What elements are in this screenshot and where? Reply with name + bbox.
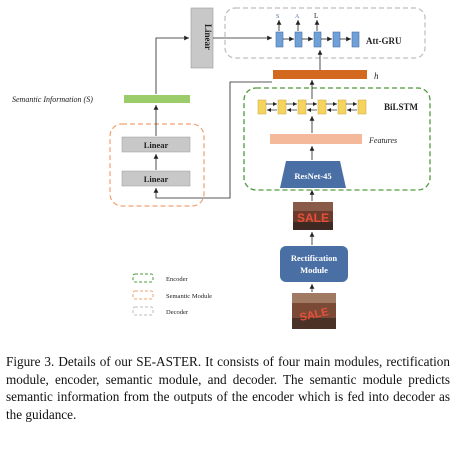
legend-decoder-swatch	[132, 306, 154, 316]
resnet-label: ResNet-45	[294, 171, 331, 181]
legend-semantic-label: Semantic Module	[166, 293, 212, 300]
decoder-box	[224, 7, 426, 59]
linear-top-label: Linear	[144, 140, 169, 150]
att-gru-output: S	[276, 14, 279, 20]
att-gru-output: A	[295, 14, 300, 20]
resnet-block	[280, 161, 346, 188]
rectified-word: SALE	[297, 211, 329, 225]
features-bar	[270, 134, 362, 144]
rectification-label-line1: Rectification	[291, 253, 338, 263]
features-label: Features	[368, 136, 397, 145]
legend-encoder-label: Encoder	[166, 276, 188, 283]
linear-top-block	[121, 136, 191, 153]
rectification-module	[280, 246, 348, 282]
legend-decoder-label: Decoder	[166, 309, 189, 316]
semantic-info-bar	[124, 95, 190, 103]
legend-semantic-swatch	[132, 290, 154, 300]
att-gru-cells: S A L	[275, 12, 360, 48]
bilstm-label: BiLSTM	[384, 102, 419, 112]
l-label: L	[314, 12, 318, 20]
linear-vertical-label: Linear	[203, 24, 213, 50]
h-feature-bar	[273, 70, 367, 79]
att-gru-label: Att-GRU	[366, 36, 402, 46]
legend-encoder-swatch	[132, 273, 154, 283]
legend: Encoder Semantic Module Decoder	[132, 273, 212, 316]
att-gru-cell	[332, 31, 341, 48]
input-image: SALE	[292, 293, 336, 329]
encoder-box	[243, 87, 431, 191]
att-gru-cell	[275, 31, 284, 48]
att-gru-cell	[313, 31, 322, 48]
att-gru-cell	[294, 31, 303, 48]
input-word: SALE	[299, 306, 330, 324]
att-gru-cell	[351, 31, 360, 48]
bilstm-cells	[257, 99, 367, 115]
rectified-image: SALE	[293, 202, 333, 230]
figure-caption: Figure 3. Details of our SE-ASTER. It co…	[6, 354, 450, 422]
h-label: h	[374, 71, 379, 81]
semantic-module-box	[109, 123, 205, 207]
linear-bottom-block	[121, 170, 191, 187]
linear-bottom-label: Linear	[144, 174, 169, 184]
semantic-info-label: Semantic Information (S)	[12, 95, 93, 104]
rectification-label-line2: Module	[300, 265, 328, 275]
architecture-diagram: S A L Att-GRU Linear h BiLSTM Features	[12, 7, 431, 329]
